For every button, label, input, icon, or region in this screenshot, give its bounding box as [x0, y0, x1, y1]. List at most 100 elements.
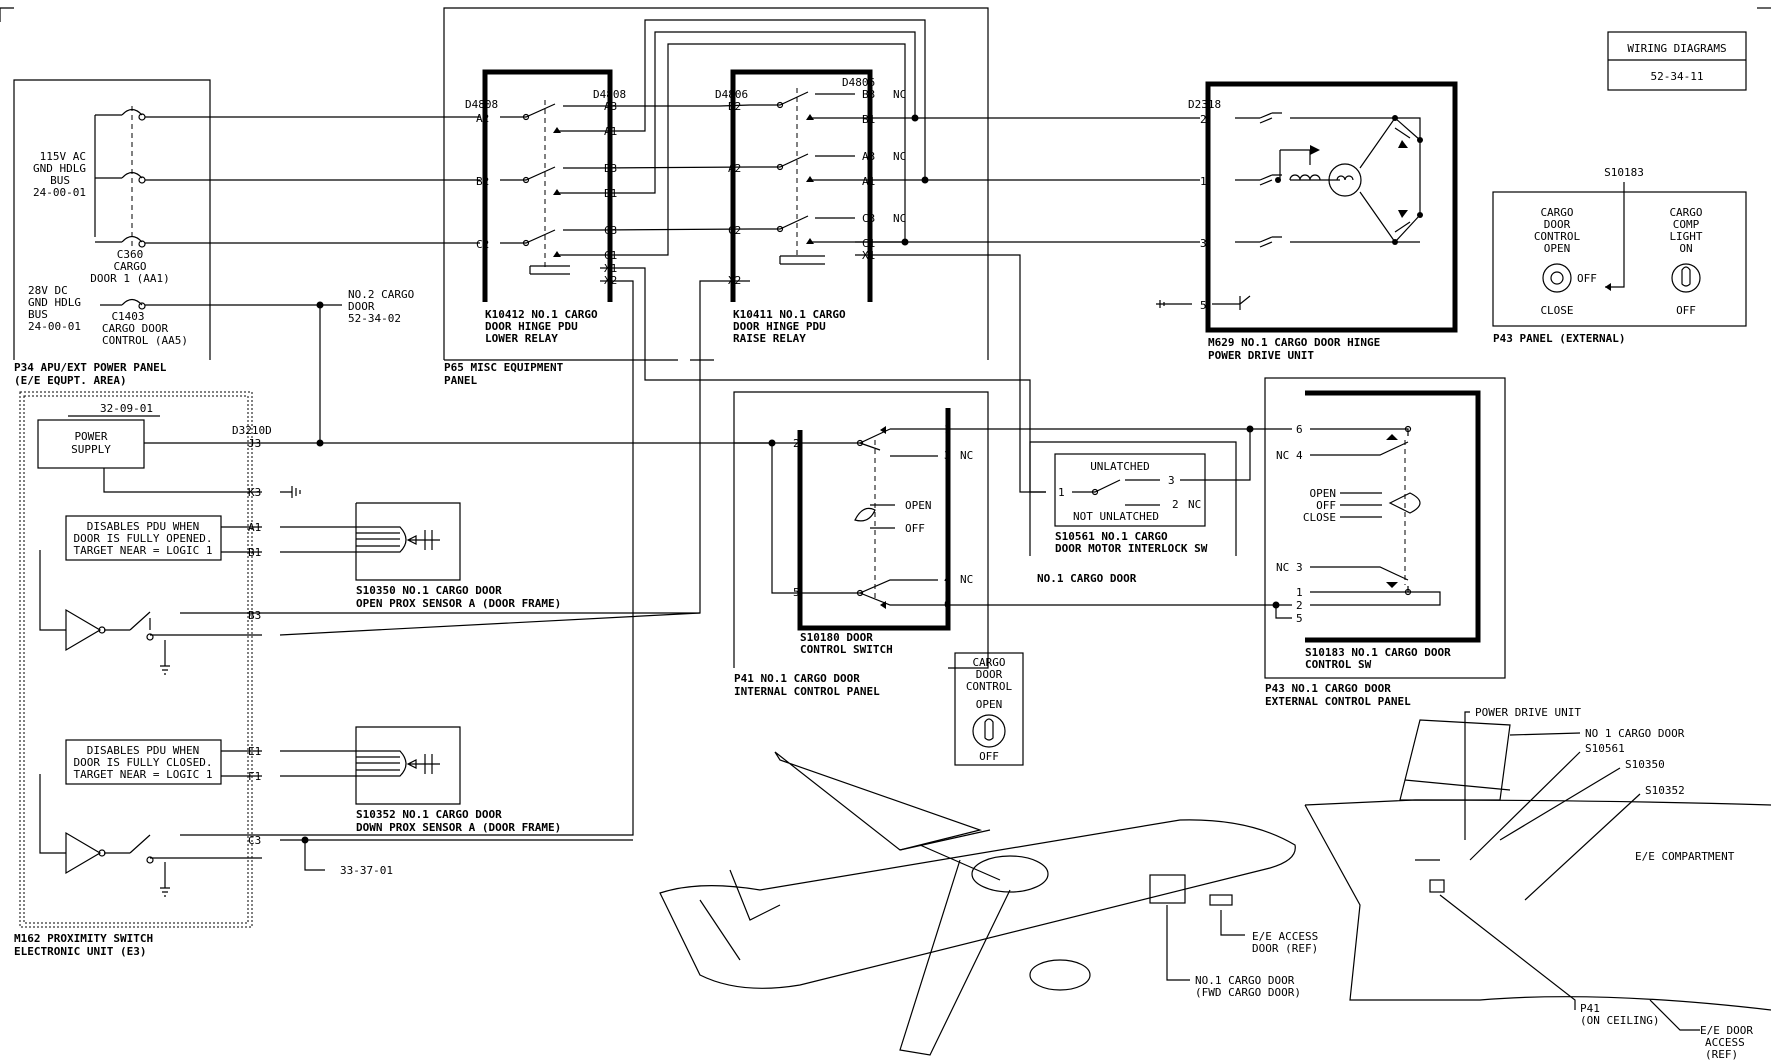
k10411-pin-b1: B1	[862, 113, 875, 126]
m162-pin-b1: B1	[248, 546, 261, 559]
p43-name-l1: P43 NO.1 CARGO DOOR	[1265, 682, 1391, 695]
s10561-door: NO.1 CARGO DOOR	[1037, 572, 1137, 585]
p43-panel: 6 4 3 NC NC 1 2 5 OPEN OFF CLOSE S10183 …	[1246, 377, 1506, 708]
m629-name-l1: M629 NO.1 CARGO DOOR HINGE	[1208, 336, 1380, 349]
locator-pdu: POWER DRIVE UNIT	[1475, 706, 1581, 719]
bus28-l3: BUS	[28, 308, 48, 321]
p43-pos-open: OPEN	[1310, 487, 1337, 500]
k10411-name-l1: K10411 NO.1 CARGO	[733, 308, 846, 321]
s10352-name-l1: S10352 NO.1 CARGO DOOR	[356, 808, 502, 821]
p43-pin-4: 4	[1296, 449, 1303, 462]
placard-l3: CONTROL	[966, 680, 1013, 693]
locator-door: NO 1 CARGO DOOR	[1585, 727, 1685, 740]
bus115-l3: BUS	[50, 174, 70, 187]
bus115-l1: 115V AC	[40, 150, 86, 163]
title-number: 52-34-11	[1651, 70, 1704, 83]
s10561-pin-3: 3	[1168, 474, 1175, 487]
locator-s10561: S10561	[1585, 742, 1625, 755]
bus115-l2: GND HDLG	[33, 162, 86, 175]
m162-pin-a1: A1	[248, 521, 261, 534]
locator-s10352: S10352	[1645, 784, 1685, 797]
m629-connector: D2318	[1188, 98, 1221, 111]
locator-p41-l1: P41	[1580, 1002, 1600, 1015]
ee-access-l1: E/E ACCESS	[1252, 930, 1318, 943]
p41-pin-4: 4	[944, 573, 951, 586]
p41-nc-3: NC	[960, 449, 973, 462]
locator-ee: E/E COMPARTMENT	[1635, 850, 1735, 863]
note-closed-l2: DOOR IS FULLY CLOSED.	[73, 756, 212, 769]
placard-l1: CARGO	[972, 656, 1005, 669]
k10411-pin-b2: B2	[728, 100, 741, 113]
feeder-wires	[145, 116, 480, 447]
p43-pos-close: CLOSE	[1303, 511, 1336, 524]
s10180-name-l1: S10180 DOOR	[800, 631, 873, 644]
p41-panel: 2 5 1 3 4 6 NC NC OPEN OFF S10180 DOOR C…	[733, 391, 1024, 766]
note-open-l3: TARGET NEAR = LOGIC 1	[73, 544, 212, 557]
p43ext-sw2-l3: LIGHT	[1669, 230, 1702, 243]
m629-pin-5: 5	[1200, 299, 1207, 312]
p65-panel: P65 MISC EQUIPMENT PANEL D4808 D4808 A2 …	[180, 7, 1046, 836]
p43-nc-4: NC	[1276, 449, 1289, 462]
k10411-name-l3: RAISE RELAY	[733, 332, 806, 345]
c360-l3: DOOR 1 (AA1)	[90, 272, 169, 285]
s10561-name-l1: S10561 NO.1 CARGO	[1055, 530, 1168, 543]
k10412-name-l3: LOWER RELAY	[485, 332, 558, 345]
p41-pin-3: 3	[944, 449, 951, 462]
p43ext-sw1-l1: CARGO	[1540, 206, 1573, 219]
c360-l2: CARGO	[113, 260, 146, 273]
locator-view: POWER DRIVE UNIT NO 1 CARGO DOOR S10561 …	[1304, 706, 1771, 1061]
bus28-l1: 28V DC	[28, 284, 68, 297]
p41-off: OFF	[905, 522, 925, 535]
k10412-name-l1: K10412 NO.1 CARGO	[485, 308, 598, 321]
door-control-toggle-icon	[972, 714, 1006, 748]
s10180-name-l2: CONTROL SWITCH	[800, 643, 893, 656]
placard-l4: OPEN	[976, 698, 1003, 711]
p34-panel: 115V AC GND HDLG BUS 24-00-01 C360 CARGO…	[13, 79, 414, 387]
m629-pdu: D2318 2 1 3 5 M629 NO.1 CARGO DOOR HINGE…	[1156, 81, 1458, 362]
m162-name-l2: ELECTRONIC UNIT (E3)	[14, 945, 146, 958]
m162-pin-k3: K3	[248, 486, 261, 499]
p65-name-l1: P65 MISC EQUIPMENT	[444, 361, 564, 374]
k10411-nc-a3: NC	[893, 150, 906, 163]
p65-name-l2: PANEL	[444, 374, 477, 387]
bus28-l4: 24-00-01	[28, 320, 81, 333]
m162-pin-e1: E1	[248, 745, 261, 758]
p41-open: OPEN	[905, 499, 932, 512]
m162-ref: 32-09-01	[100, 402, 153, 415]
placard-l5: OFF	[979, 750, 999, 763]
p43-pos-off: OFF	[1316, 499, 1336, 512]
m629-pin-3: 3	[1200, 237, 1207, 250]
locator-p41-l2: (ON CEILING)	[1580, 1014, 1659, 1027]
s10561-name-l2: DOOR MOTOR INTERLOCK SW	[1055, 542, 1208, 555]
m162-connector: D3210D	[232, 424, 272, 437]
m162-pin-f1: F1	[248, 770, 261, 783]
pdu-feed	[855, 114, 1200, 246]
s10350-sensor: S10350 NO.1 CARGO DOOR OPEN PROX SENSOR …	[355, 502, 561, 610]
k10411-relay: D4806 D4806 B2 A2 C2 X2 B3 B1 A3 A1 C3 C…	[715, 69, 906, 345]
p43ext-sw2-l1: CARGO	[1669, 206, 1702, 219]
power-supply-l1: POWER	[74, 430, 107, 443]
k10412-pin-a2: A2	[476, 112, 489, 125]
m629-pin-1: 1	[1200, 175, 1207, 188]
k10411-name-l2: DOOR HINGE PDU	[733, 320, 826, 333]
p43ext-sw2-l4: ON	[1679, 242, 1692, 255]
k10411-pin-c1: C1	[862, 237, 875, 250]
k10411-pin-a2: A2	[728, 162, 741, 175]
c1403-l1: C1403	[111, 310, 144, 323]
k10412-relay: D4808 D4808 A2 B2 C2 A3 A1 B3 B1 C3 C1 X…	[465, 69, 626, 345]
door-control-knob-icon	[1542, 263, 1572, 293]
s10352-sensor: S10352 NO.1 CARGO DOOR DOWN PROX SENSOR …	[355, 726, 561, 834]
cargo-door-l1: NO.1 CARGO DOOR	[1195, 974, 1295, 987]
p43-pin-3: 3	[1296, 561, 1303, 574]
p43ext-ref: S10183	[1604, 166, 1644, 179]
s10561-not-unlatched: NOT UNLATCHED	[1073, 510, 1159, 523]
m162-pin-j3: J3	[248, 437, 261, 450]
k10411-pin-c2: C2	[728, 224, 741, 237]
c360-l1: C360	[117, 248, 144, 261]
m162-name-l1: M162 PROXIMITY SWITCH	[14, 932, 153, 945]
m162-pin-c3: C3	[248, 834, 261, 847]
p43ext-sw1-l2: DOOR	[1544, 218, 1571, 231]
ref-no2-l2: DOOR	[348, 300, 375, 313]
note-closed-l3: TARGET NEAR = LOGIC 1	[73, 768, 212, 781]
power-supply-box	[37, 419, 145, 469]
